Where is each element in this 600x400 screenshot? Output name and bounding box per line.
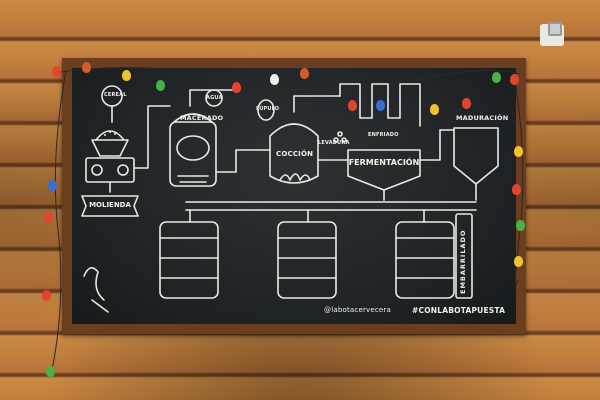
light-bulb <box>42 290 51 301</box>
light-bulb <box>512 184 521 195</box>
yeast-icon <box>333 131 347 143</box>
light-bulb <box>44 212 53 223</box>
label-lupulo: LÚPULO <box>256 106 280 112</box>
hashtag: #CONLABOTAPUESTA <box>412 306 506 315</box>
light-bulb <box>462 98 471 109</box>
keg-icon <box>159 221 219 299</box>
light-bulb <box>514 256 523 267</box>
camera-lens <box>548 22 562 36</box>
keg-taps <box>189 209 425 223</box>
maturation-tank-icon <box>453 127 499 201</box>
fermenter-icon <box>347 149 421 201</box>
water-icon <box>205 89 223 107</box>
chiller-coil-icon <box>339 83 421 127</box>
light-bulb <box>82 62 91 73</box>
light-bulb <box>430 104 439 115</box>
label-coccion: COCCIÓN <box>276 150 314 158</box>
grain-mill-icon <box>85 130 135 193</box>
label-agua: AGUA <box>206 95 223 101</box>
pipe-ferment-to-mature <box>419 129 455 161</box>
light-bulb <box>232 82 241 93</box>
boil-kettle-icon <box>269 95 341 184</box>
lights-wire <box>59 67 521 91</box>
light-bulb <box>122 70 131 81</box>
label-embarrilado: EMBARRILADO <box>459 229 467 294</box>
instagram-handle: @labotacervecera <box>324 306 391 314</box>
lights-wire-left <box>51 69 67 371</box>
light-bulb <box>270 74 279 85</box>
keg-icon <box>395 221 455 299</box>
light-bulb <box>156 80 165 91</box>
mash-tun-icon <box>169 89 241 187</box>
light-bulb <box>510 74 519 85</box>
label-maduracion: MADURACIÓN <box>456 114 509 122</box>
light-bulb <box>516 220 525 231</box>
light-bulb <box>46 366 55 377</box>
label-enfriado: ENFRIADO <box>368 132 399 138</box>
embarrilado-banner <box>455 213 473 299</box>
pipe-mash-to-boil <box>215 149 271 173</box>
keg-manifold-pipe <box>185 201 477 211</box>
artist-signature <box>83 267 109 313</box>
light-bulb <box>492 72 501 83</box>
light-bulb <box>348 100 357 111</box>
light-bulb <box>376 100 385 111</box>
light-bulb <box>48 180 57 191</box>
label-cereal: CEREAL <box>104 92 127 98</box>
molienda-ribbon <box>81 195 139 217</box>
cereal-icon <box>101 85 123 123</box>
label-molienda: MOLIENDA <box>89 201 131 209</box>
lights-wire-right <box>513 73 524 285</box>
label-levadura: LEVADURA <box>318 140 350 146</box>
label-fermentacion: FERMENTACIÓN <box>348 158 420 167</box>
light-bulb <box>52 66 61 77</box>
light-bulb <box>300 68 309 79</box>
hops-icon <box>257 99 275 121</box>
pipe-mill-to-mash <box>133 105 171 169</box>
keg-icon <box>277 221 337 299</box>
light-bulb <box>514 146 523 157</box>
label-macerado: MACERADO <box>180 114 224 122</box>
